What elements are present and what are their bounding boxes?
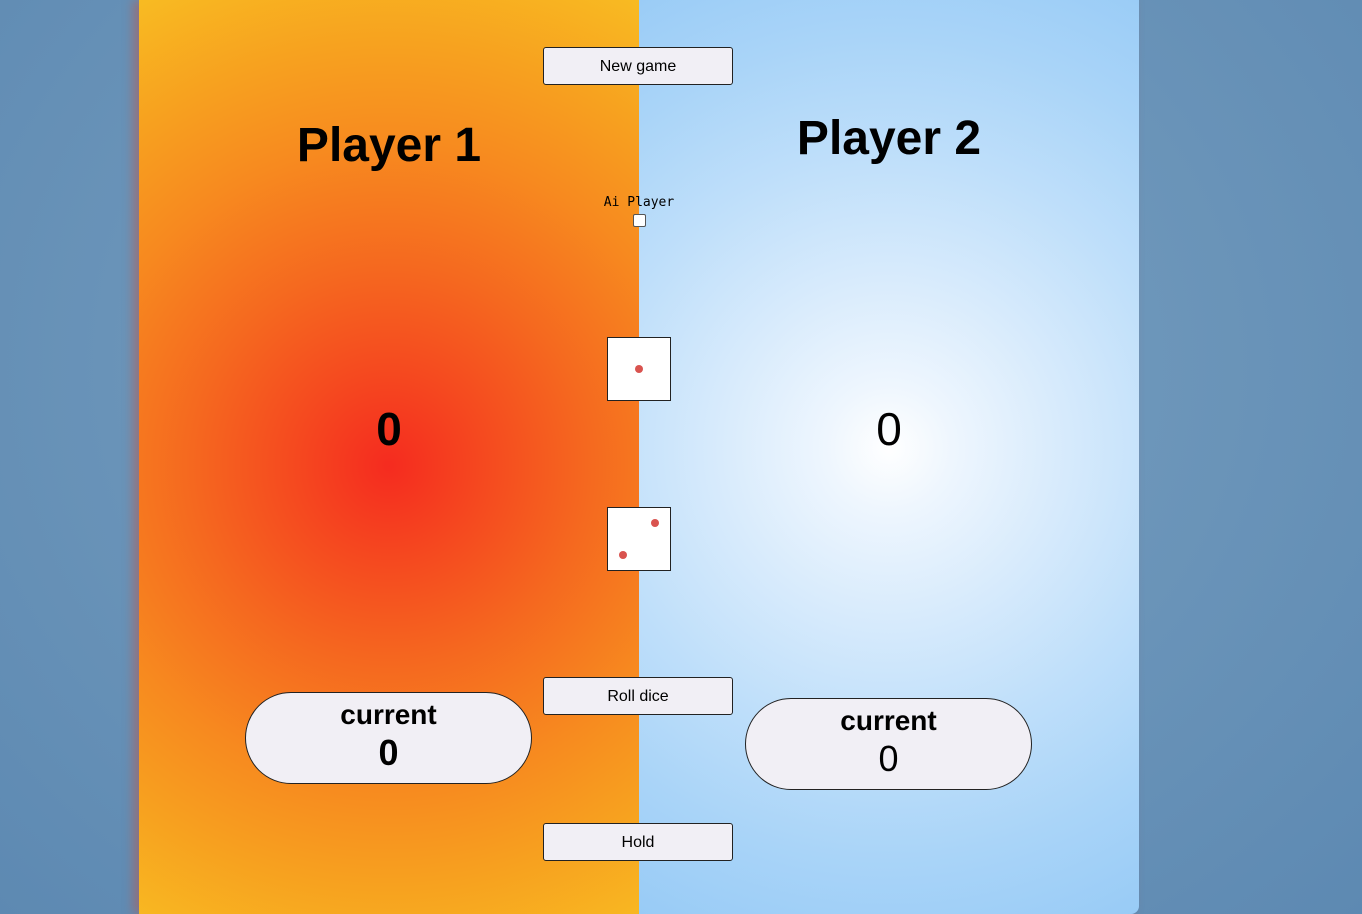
dice-1-pip [635,365,643,373]
ai-player-label: Ai Player [603,195,675,210]
player-1-panel: Player 1 0 current 0 [139,0,639,914]
dice-2-pip-top-right [651,519,659,527]
dice-2 [607,507,671,571]
roll-dice-button[interactable]: Roll dice [543,677,733,715]
player-2-current-box: current 0 [745,698,1032,790]
player-1-current-label: current [340,699,437,730]
hold-button[interactable]: Hold [543,823,733,861]
player-2-current-value: 0 [878,738,899,779]
game-board: Player 1 0 current 0 Player 2 0 current … [139,0,1139,914]
dice-1 [607,337,671,401]
player-2-name: Player 2 [796,112,982,165]
player-2-score: 0 [876,403,902,455]
player-2-current-label: current [840,705,937,736]
player-1-current-box: current 0 [245,692,532,784]
ai-player-checkbox[interactable] [633,214,646,227]
player-1-name: Player 1 [296,119,482,172]
new-game-button[interactable]: New game [543,47,733,85]
player-1-score: 0 [376,403,402,455]
dice-2-pip-bottom-left [619,551,627,559]
player-1-current-value: 0 [378,732,399,773]
player-2-panel: Player 2 0 current 0 [639,0,1139,914]
